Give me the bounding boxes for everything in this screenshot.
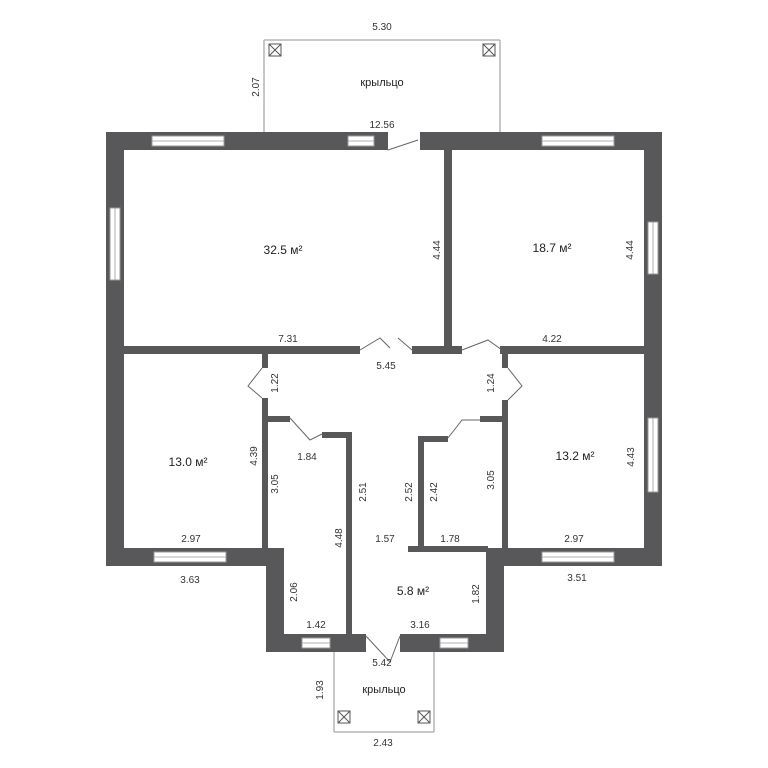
dim-right-door-width: 1.24: [486, 373, 497, 393]
dim-right-lower-height: 4.43: [626, 447, 637, 467]
dim-hall-width-top: 5.45: [376, 361, 396, 372]
dim-right-room-height: 4.44: [625, 240, 636, 260]
dim-right-room-width: 4.22: [542, 334, 562, 345]
dim-left-nook-width: 1.42: [306, 620, 326, 631]
bottom-porch-post-left: [337, 710, 351, 724]
room-area-entry: 5.8 м²: [397, 584, 429, 598]
dim-corridor-b-height: 2.52: [404, 482, 415, 502]
dim-bottom-porch-depth: 1.93: [315, 680, 326, 700]
dim-closet-width: 1.78: [440, 534, 460, 545]
dim-right-outer-width: 3.51: [567, 573, 587, 584]
dim-left-corridor-height: 3.05: [270, 474, 281, 494]
dim-corridor-a-height: 2.51: [358, 482, 369, 502]
windows: [109, 135, 659, 649]
room-area-bedroom-lower-right: 13.2 м²: [556, 449, 595, 463]
dim-left-outer-width: 3.63: [180, 575, 200, 586]
dim-hall-length: 4.48: [334, 528, 345, 548]
top-porch-label: крыльцо: [360, 77, 403, 89]
dim-entry-width: 3.16: [410, 620, 430, 631]
bottom-porch-label: крыльцо: [362, 684, 405, 696]
dim-bottom-porch-width: 2.43: [373, 738, 393, 749]
dim-top-porch-depth: 2.07: [251, 77, 262, 97]
dim-left-door-width: 1.22: [270, 373, 281, 393]
room-area-bedroom-right: 18.7 м²: [533, 241, 572, 255]
dim-top-wall-length: 12.56: [369, 120, 394, 131]
bottom-porch-post-right: [417, 710, 431, 724]
window-glass-lines: [114, 140, 654, 644]
dim-left-room-height: 4.39: [249, 446, 260, 466]
dim-right-lower-width: 2.97: [564, 534, 584, 545]
dim-left-nook-height: 2.06: [289, 582, 300, 602]
dim-left-room-width: 2.97: [181, 534, 201, 545]
bottom-porch: [333, 650, 435, 733]
dim-top-porch-width: 5.30: [372, 22, 392, 33]
room-area-bedroom-left: 13.0 м²: [169, 455, 208, 469]
dim-closet-height: 2.42: [429, 482, 440, 502]
doors: [247, 139, 523, 663]
top-porch: [263, 39, 501, 132]
top-porch-post-left: [268, 43, 282, 57]
dim-bottom-wall: 5.42: [372, 658, 392, 669]
top-porch-post-right: [482, 43, 496, 57]
dim-entry-height: 1.82: [471, 584, 482, 604]
dim-living-height: 4.44: [432, 240, 443, 260]
dim-hall-width-mid: 1.57: [375, 534, 395, 545]
room-area-living: 32.5 м²: [264, 243, 303, 257]
dim-right-corridor-height: 3.05: [486, 470, 497, 490]
dim-living-width: 7.31: [278, 334, 298, 345]
dim-left-corridor-depth: 1.84: [297, 452, 317, 463]
